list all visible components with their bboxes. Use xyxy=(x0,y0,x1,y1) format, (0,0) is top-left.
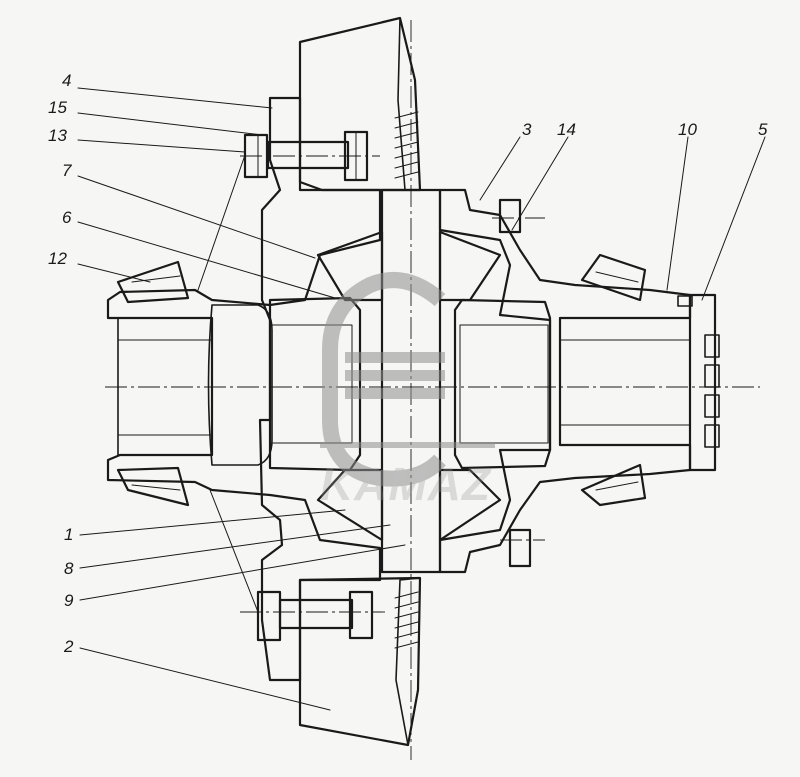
callout-12: 12 xyxy=(48,249,67,268)
logo-wordmark: KAMAZ xyxy=(320,458,492,510)
callout-6: 6 xyxy=(62,208,72,227)
callout-4: 4 xyxy=(62,71,71,90)
side-gear-right xyxy=(453,298,552,470)
callout-7: 7 xyxy=(62,161,72,180)
callout-5: 5 xyxy=(758,120,768,139)
callout-3: 3 xyxy=(522,120,532,139)
bearing-left-upper xyxy=(116,260,190,304)
bearing-nut-right xyxy=(677,293,720,472)
bearing-left-lower xyxy=(116,466,190,507)
callout-14: 14 xyxy=(557,120,576,139)
callout-8: 8 xyxy=(64,559,74,578)
crown-gear-upper xyxy=(298,16,422,192)
bolt-lower xyxy=(256,590,374,642)
kamaz-logo-watermark: KAMAZ xyxy=(320,272,495,510)
crown-gear-lower xyxy=(298,576,422,747)
callout-10: 10 xyxy=(678,120,697,139)
callout-9: 9 xyxy=(64,591,74,610)
bearing-right-upper xyxy=(580,253,647,302)
callout-2: 2 xyxy=(63,637,74,656)
callout-labels: 4 15 13 7 6 12 3 14 10 5 1 8 9 2 xyxy=(48,71,768,656)
callout-15: 15 xyxy=(48,98,67,117)
satellite-gear-lower xyxy=(316,468,502,542)
leader-lines xyxy=(77,87,766,711)
callout-1: 1 xyxy=(64,525,73,544)
bolt-right-upper xyxy=(498,198,522,234)
bolt-right-lower xyxy=(508,528,532,568)
satellite-gear-upper xyxy=(316,230,502,302)
left-case-half xyxy=(106,96,382,682)
bearing-right-lower xyxy=(580,463,647,507)
callout-13: 13 xyxy=(48,126,67,145)
